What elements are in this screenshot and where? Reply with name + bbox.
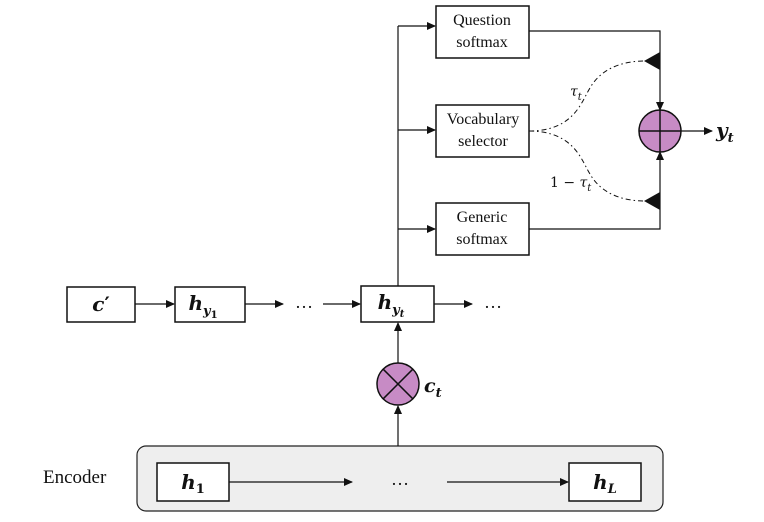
output-label: yt xyxy=(715,118,734,146)
vocabulary-selector-label-line1: Vocabulary xyxy=(447,111,520,128)
generic-softmax-label-line2: softmax xyxy=(456,231,508,248)
decoder-state-current-label: hyt xyxy=(378,290,405,320)
decoder-init-box xyxy=(66,286,136,323)
question-softmax-output-line xyxy=(529,30,664,111)
encoder-state-last-label: hL xyxy=(593,470,617,497)
combine-add-operator xyxy=(638,109,682,153)
lower-gate-triangle xyxy=(644,192,660,210)
decoder-ellipsis-left: … xyxy=(295,292,313,312)
decoder-init-label: c′ xyxy=(92,292,109,316)
encoder-state-first-label: h1 xyxy=(181,470,205,497)
attention-multiply-operator xyxy=(376,362,420,406)
decoder-state-first-label: hy1 xyxy=(188,291,217,321)
decoder-ellipsis-right: … xyxy=(484,292,502,312)
upper-gate-triangle xyxy=(644,52,660,70)
generic-softmax-box xyxy=(435,202,530,256)
encoder-state-last-box xyxy=(568,462,642,502)
encoder-panel xyxy=(136,445,664,512)
vocabulary-selector-label-line2: selector xyxy=(458,133,508,150)
lower-gate-label: 1 − τt xyxy=(550,175,592,194)
upper-gate-curve xyxy=(528,60,646,132)
generic-softmax-output-line xyxy=(529,151,664,230)
question-softmax-label-line2: softmax xyxy=(456,34,508,51)
question-softmax-label-line1: Question xyxy=(453,12,511,29)
upper-gate-label: τt xyxy=(570,84,583,103)
encoder-ellipsis: … xyxy=(391,469,409,489)
context-vector-label: ct xyxy=(424,375,442,401)
question-softmax-box xyxy=(435,5,530,59)
generic-softmax-label-line1: Generic xyxy=(457,209,508,226)
encoder-label: Encoder xyxy=(43,467,107,488)
encoder-state-first-box xyxy=(156,462,230,502)
